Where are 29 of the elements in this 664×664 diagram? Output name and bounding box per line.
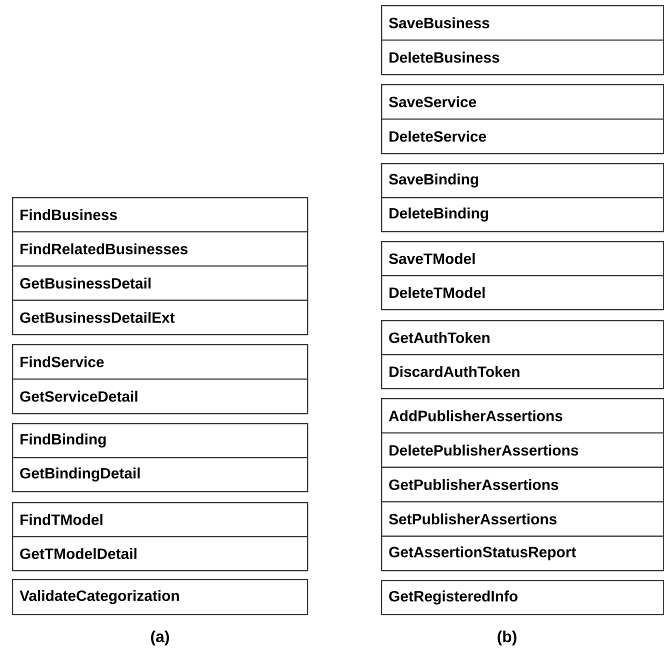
row-box: DeleteTModel [381,275,664,310]
row-box: FindRelatedBusinesses [12,231,308,266]
row-box: GetServiceDetail [12,378,308,414]
row-box: FindBusiness [12,196,308,232]
row-box: SaveService [381,84,664,120]
row-box: DiscardAuthToken [381,354,664,390]
row-box: SaveTModel [381,241,664,276]
row-box: SaveBinding [381,162,664,198]
row-box: AddPublisherAssertions [381,398,664,434]
row-box: SetPublisherAssertions [381,501,664,537]
panel-label: (a) [151,630,169,646]
row-box: GetRegisteredInfo [381,580,664,616]
row-box: DeleteBinding [381,196,664,232]
row-box: GetBusinessDetail [12,266,308,301]
row-box: DeleteBusiness [381,40,664,76]
row-box: FindBinding [12,423,308,458]
row-box: GetAssertionStatusReport [381,536,664,572]
row-box: GetBindingDetail [12,457,308,492]
row-box: GetPublisherAssertions [381,466,664,502]
row-box: FindService [12,344,308,380]
panel-label: (b) [498,630,516,646]
row-box: GetBusinessDetailExt [12,300,308,336]
row-box: DeleteService [381,118,664,154]
row-box: GetAuthToken [381,320,664,356]
row-box: FindTModel [12,502,308,538]
row-box: GetTModelDetail [12,536,308,572]
row-box: DeletePublisherAssertions [381,432,664,468]
row-box: SaveBusiness [381,5,664,41]
row-box: ValidateCategorization [12,579,308,616]
